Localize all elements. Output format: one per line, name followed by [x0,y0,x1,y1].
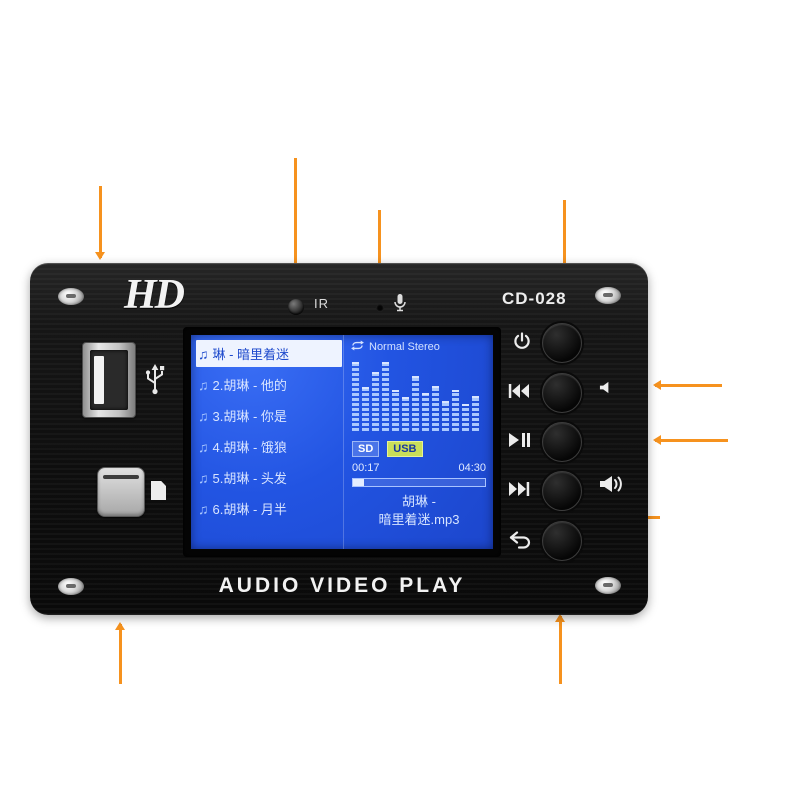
arrow-usb-port [95,186,105,260]
power-icon [512,331,532,356]
spectrum-bar [382,362,389,431]
spectrum [352,359,488,431]
playlist-item: ♫6.胡琳 - 月半 [196,495,342,522]
source-badges: SD USB [352,441,423,457]
playlist-item: ♫3.胡琳 - 你是 [196,402,342,429]
return-button[interactable] [542,521,582,561]
playlist-item: ♫2.胡琳 - 他的 [196,371,342,398]
status-row: Normal Stereo [350,340,440,354]
ir-receiver [288,299,304,315]
sd-card-icon [151,481,166,500]
volume-up-icon [599,474,624,499]
previous-track-icon [507,383,531,404]
microphone-hole [376,304,384,312]
lcd-bezel: ♫琳 - 暗里着迷♫2.胡琳 - 他的♫3.胡琳 - 你是♫4.胡琳 - 饿狼♫… [183,327,501,557]
playlist-item-label: 3.胡琳 - 你是 [212,409,287,424]
spectrum-bar [392,390,399,431]
arrow-return-button [555,614,565,684]
progress-fill [353,479,364,486]
microphone-icon [393,293,407,318]
arrow-volume-down [653,380,722,390]
board-footer-label: AUDIO VIDEO PLAY [218,574,466,597]
screen-right-panel: Normal Stereo SD USB 00:17 04:30 胡琳 - 暗里着… [343,335,493,549]
spectrum-bar [462,404,469,431]
playlist-item: ♫5.胡琳 - 头发 [196,464,342,491]
playlist-item: ♫琳 - 暗里着迷 [196,340,342,367]
usb-port[interactable] [82,342,136,418]
play-pause-icon [507,432,531,453]
time-row: 00:17 04:30 [352,462,486,474]
spectrum-bar [372,372,379,431]
spectrum-bar [432,386,439,431]
player-board: HD CD-028 IR [30,263,648,615]
spectrum-bar [472,396,479,431]
screw-hole-top-right [595,287,621,304]
usb-port-tongue [94,356,104,404]
playlist-item-label: 4.胡琳 - 饿狼 [212,440,287,455]
next-button[interactable] [542,471,582,511]
playlist-item-label: 6.胡琳 - 月半 [212,502,287,517]
music-note-icon: ♫ [198,469,209,486]
now-playing-line1: 胡琳 - [402,494,436,509]
arrow-play-pause [653,435,728,445]
playlist: ♫琳 - 暗里着迷♫2.胡琳 - 他的♫3.胡琳 - 你是♫4.胡琳 - 饿狼♫… [196,340,342,522]
music-note-icon: ♫ [198,407,209,424]
arrow-sd-slot [115,622,125,684]
now-playing-line2: 暗里着迷.mp3 [378,512,460,527]
power-button[interactable] [542,323,582,363]
volume-down-icon [599,380,614,400]
next-track-icon [507,481,531,502]
sd-card-slot[interactable] [97,467,145,517]
spectrum-bar [412,376,419,431]
play-pause-button[interactable] [542,422,582,462]
progress-bar [352,478,486,487]
music-note-icon: ♫ [198,345,209,362]
source-badge-usb: USB [387,441,423,457]
previous-button[interactable] [542,373,582,413]
music-note-icon: ♫ [198,500,209,517]
music-note-icon: ♫ [198,376,209,393]
spectrum-bar [442,401,449,431]
playlist-item: ♫4.胡琳 - 饿狼 [196,433,342,460]
now-playing: 胡琳 - 暗里着迷.mp3 [348,493,490,529]
playlist-item-label: 5.胡琳 - 头发 [212,471,287,486]
lcd-screen: ♫琳 - 暗里着迷♫2.胡琳 - 他的♫3.胡琳 - 你是♫4.胡琳 - 饿狼♫… [191,335,493,549]
spectrum-bar [402,397,409,431]
spectrum-bar [422,393,429,431]
playlist-item-label: 琳 - 暗里着迷 [212,347,290,362]
screw-hole-bottom-left [58,578,84,595]
music-note-icon: ♫ [198,438,209,455]
time-total: 04:30 [458,462,486,474]
spectrum-bar [352,362,359,431]
brand-logo: HD [124,272,185,318]
usb-icon [142,363,168,400]
audio-mode-label: Normal Stereo [369,341,440,353]
repeat-icon [350,340,365,354]
spectrum-bar [362,387,369,431]
playlist-item-label: 2.胡琳 - 他的 [212,378,287,393]
spectrum-bar [452,390,459,431]
screw-hole-top-left [58,288,84,305]
usb-port-cavity [90,350,128,410]
time-elapsed: 00:17 [352,462,380,474]
return-icon [509,531,531,554]
model-label: CD-028 [502,289,567,308]
ir-label: IR [314,296,329,311]
screw-hole-bottom-right [595,577,621,594]
source-badge-sd: SD [352,441,380,457]
